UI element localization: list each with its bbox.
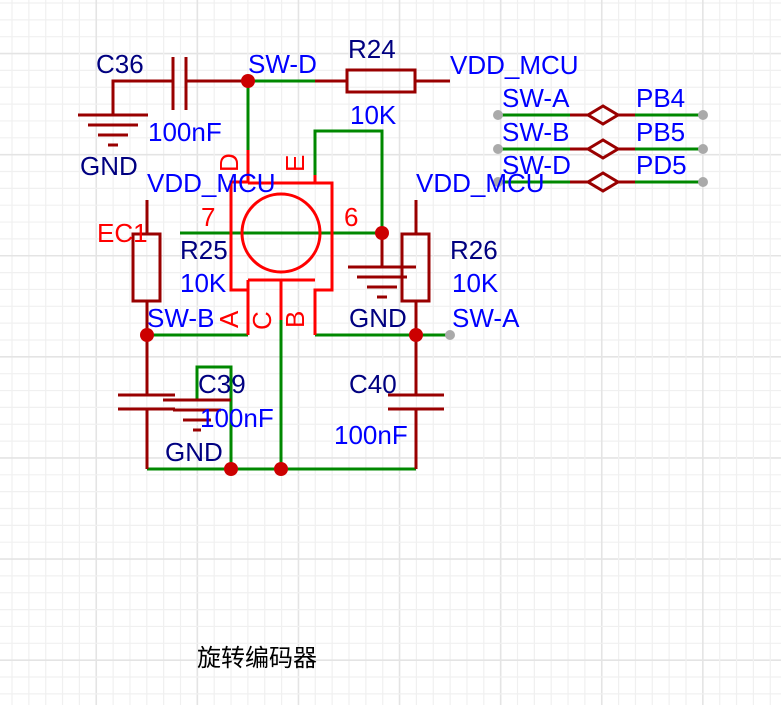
port-label-pb5: PB5 — [636, 117, 685, 147]
pin-e: E — [280, 155, 310, 172]
net-label-swb: SW-B — [147, 303, 214, 333]
capacitor-c36[interactable] — [111, 57, 248, 115]
vdd-label-r24: VDD_MCU — [450, 50, 579, 80]
net-port-pb5[interactable] — [570, 138, 635, 160]
vdd-label-r26: VDD_MCU — [416, 168, 545, 198]
pin-d: D — [214, 153, 244, 172]
net-label-swd: SW-D — [248, 49, 317, 79]
value-c40: 100nF — [334, 420, 408, 450]
port-dot — [493, 144, 503, 154]
value-r24: 10K — [350, 100, 397, 130]
resistor-r24[interactable] — [315, 68, 450, 94]
net-label-swa: SW-A — [452, 303, 520, 333]
pin-7: 7 — [201, 202, 215, 232]
port-label-pd5: PD5 — [636, 150, 687, 180]
wire-e-pin — [313, 129, 384, 233]
capacitor-c39[interactable] — [118, 335, 175, 469]
pin-6: 6 — [344, 202, 358, 232]
gnd-label-c36: GND — [80, 151, 138, 181]
wire-c39-gnd — [195, 365, 233, 469]
components — [78, 57, 635, 469]
port-dot — [698, 110, 708, 120]
value-c39: 100nF — [200, 403, 274, 433]
junction-swa — [409, 328, 423, 342]
gnd-symbol-c36 — [78, 113, 148, 147]
gnd-label-pin6: GND — [349, 303, 407, 333]
designator-c36: C36 — [96, 49, 144, 79]
designator-r25: R25 — [180, 235, 228, 265]
pin-c: C — [247, 311, 277, 330]
designator-r26: R26 — [450, 235, 498, 265]
junction-swb — [140, 328, 154, 342]
designator-c39: C39 — [198, 369, 246, 399]
vdd-label-r25: VDD_MCU — [147, 168, 276, 198]
gnd-symbol-c39 — [163, 398, 231, 432]
value-r26: 10K — [452, 268, 499, 298]
port-dot — [493, 110, 503, 120]
pin-a: A — [214, 310, 244, 328]
designator-c40: C40 — [349, 369, 397, 399]
port-dot — [445, 330, 455, 340]
schematic-title: 旋转编码器 — [197, 644, 317, 672]
encoder-ec1[interactable] — [229, 150, 334, 335]
port-dot — [698, 177, 708, 187]
junctions — [140, 74, 423, 476]
capacitor-c40[interactable] — [388, 335, 444, 469]
junction-swd — [241, 74, 255, 88]
gnd-label-c39: GND — [165, 437, 223, 467]
designator-ec1: EC1 — [97, 218, 148, 248]
net-port-pd5[interactable] — [570, 171, 635, 193]
port-label-swd: SW-D — [502, 150, 571, 180]
junction-c39-gnd — [224, 462, 238, 476]
gnd-symbol-pin6 — [348, 233, 416, 299]
port-label-swa: SW-A — [502, 83, 570, 113]
port-label-swb: SW-B — [502, 117, 569, 147]
pin-b: B — [280, 311, 310, 328]
junction-pin6 — [375, 226, 389, 240]
port-endpoints — [445, 110, 708, 340]
value-r25: 10K — [180, 268, 227, 298]
port-dot — [698, 144, 708, 154]
port-label-pb4: PB4 — [636, 83, 685, 113]
port-dot — [493, 177, 503, 187]
designator-r24: R24 — [348, 34, 396, 64]
value-c36: 100nF — [148, 117, 222, 147]
net-port-pb4[interactable] — [570, 104, 635, 126]
junction-b-pin — [274, 462, 288, 476]
